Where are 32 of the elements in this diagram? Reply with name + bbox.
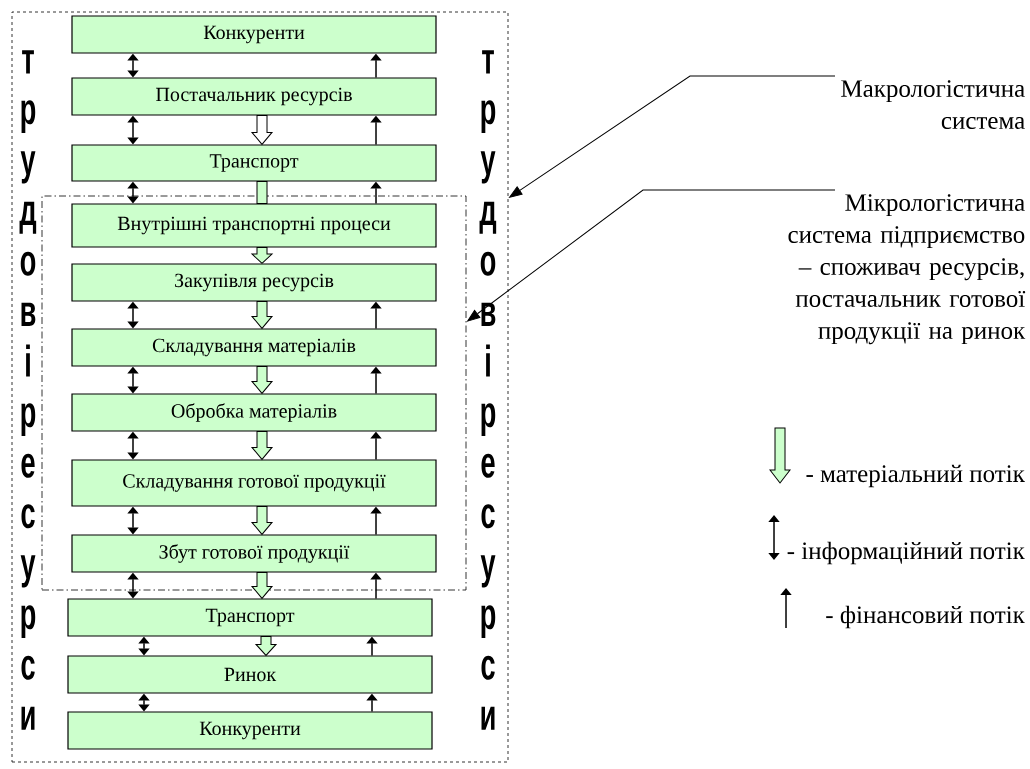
- block-arrow: [251, 115, 273, 145]
- leader-line: [509, 75, 836, 198]
- legend-text: - матеріальний потік: [806, 464, 1025, 488]
- vertical-text: трудові ресурси: [479, 50, 497, 730]
- leader-line: [467, 189, 836, 322]
- block-arrow: [251, 572, 273, 599]
- process-box: Закупівля ресурсів: [71, 263, 437, 302]
- block-arrow: [251, 431, 273, 460]
- callout-text: Макрологістична система: [841, 80, 1025, 129]
- process-box: Обробка матеріалів: [71, 393, 437, 432]
- process-box: Складування матеріалів: [71, 328, 437, 367]
- system-boundary: [11, 11, 509, 763]
- legend-text: - інформаційний потік: [787, 541, 1025, 565]
- process-box: Постачальник ресурсів: [71, 77, 437, 116]
- process-box: Внутрішні транспортні процеси: [71, 203, 437, 248]
- block-arrow: [251, 247, 273, 264]
- vertical-text: трудові ресурси: [19, 50, 37, 730]
- process-box: Складування готової продукції: [71, 459, 437, 507]
- process-box: Конкуренти: [67, 711, 433, 750]
- process-box: Ринок: [67, 655, 433, 694]
- system-boundary: [41, 195, 467, 591]
- block-arrow: [251, 366, 273, 394]
- block-arrow: [251, 506, 273, 535]
- process-box: Конкуренти: [71, 15, 437, 54]
- process-box: Транспорт: [71, 144, 437, 182]
- block-arrow: [251, 301, 273, 329]
- legend-text: - фінансовий потік: [826, 605, 1025, 629]
- callout-text: Мікрологістична система підприємство – споживач ресурсів, постачальник готової продукції на ринок: [788, 194, 1026, 345]
- block-arrow: [256, 181, 268, 204]
- process-box: Збут готової продукції: [71, 534, 437, 573]
- process-box: Транспорт: [67, 598, 433, 637]
- block-arrow: [255, 636, 277, 656]
